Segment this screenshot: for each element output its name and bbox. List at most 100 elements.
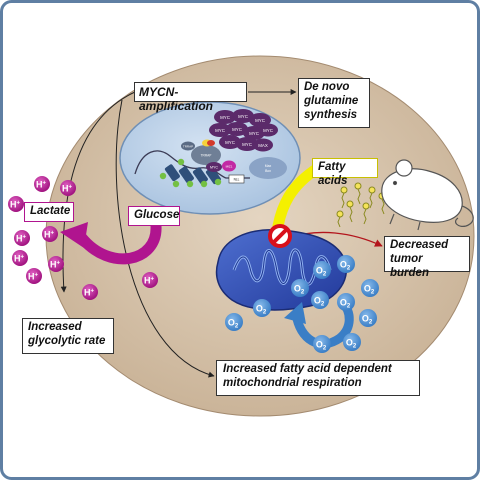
miz1-protein bbox=[222, 160, 236, 172]
dna-strand bbox=[134, 150, 250, 179]
decreased-tumor-burden-box: Decreased tumor burden bbox=[384, 236, 470, 279]
oxygen-subscript: 2 bbox=[263, 310, 267, 316]
max-box-protein bbox=[249, 157, 287, 179]
fatty-acid-arrow bbox=[272, 162, 324, 232]
svg-text:H+: H+ bbox=[62, 184, 73, 194]
proton-label: H bbox=[14, 254, 21, 264]
decreased-line-1: Decreased bbox=[390, 239, 449, 251]
oxygen-label: O bbox=[346, 338, 353, 348]
glucose-to-lactate-arrow bbox=[76, 220, 162, 265]
proton-group bbox=[8, 176, 158, 300]
fa-respiration-line-2: mitochondrial respiration bbox=[223, 376, 362, 389]
myc-label: MYC bbox=[225, 140, 235, 145]
proton-label: H bbox=[16, 234, 23, 244]
svg-text:O2: O2 bbox=[228, 318, 239, 330]
proton-charge: + bbox=[50, 231, 54, 237]
svg-text:O2: O2 bbox=[256, 304, 267, 316]
svg-text:H+: H+ bbox=[28, 272, 39, 282]
red-cofactor bbox=[207, 140, 215, 146]
oxygen-label: O bbox=[364, 284, 371, 294]
mouse-icon bbox=[381, 159, 474, 231]
proton-charge: + bbox=[68, 185, 72, 191]
oxygen-subscript: 2 bbox=[323, 272, 327, 278]
glutamine-line-1: De novo bbox=[304, 81, 350, 93]
proton-charge: + bbox=[42, 181, 46, 187]
inhibitor-icon bbox=[268, 224, 292, 248]
svg-text:H+: H+ bbox=[36, 180, 47, 190]
proton-charge: + bbox=[90, 289, 94, 295]
proton-charge: + bbox=[34, 273, 38, 279]
myc-label: MYC bbox=[249, 131, 259, 136]
svg-text:O2: O2 bbox=[340, 260, 351, 272]
oxygen-label: O bbox=[256, 304, 263, 314]
myc-label: MYC bbox=[232, 127, 242, 132]
proton-label: H bbox=[44, 230, 51, 240]
glutamine-line-3: synthesis bbox=[304, 108, 358, 121]
svg-text:H+: H+ bbox=[84, 288, 95, 298]
oxygen-subscript: 2 bbox=[301, 290, 305, 296]
oxygen-subscript: 2 bbox=[353, 344, 357, 350]
lactate-label: Lactate bbox=[30, 205, 71, 217]
fa-respiration-line-1: Increased fatty acid dependent bbox=[223, 363, 392, 375]
mycn-amplification-box: MYCN-amplification bbox=[134, 82, 247, 113]
mycn-label: MYCN-amplification bbox=[139, 85, 214, 114]
svg-text:H+: H+ bbox=[44, 230, 55, 240]
small-cofactor bbox=[181, 141, 195, 151]
proton-charge: + bbox=[22, 235, 26, 241]
proton-charge: + bbox=[150, 277, 154, 283]
max-label: MAX bbox=[258, 143, 268, 148]
oxygen-arrow-head bbox=[284, 302, 306, 324]
increased-glycolytic-box: Increased glycolytic rate bbox=[22, 318, 114, 354]
myc-label: MYC bbox=[210, 166, 218, 170]
svg-text:H+: H+ bbox=[50, 260, 61, 270]
myc-label: MYC bbox=[238, 114, 248, 119]
glycolytic-line-1: Increased bbox=[28, 321, 82, 333]
oxygen-subscript: 2 bbox=[347, 266, 351, 272]
svg-text:O2: O2 bbox=[316, 266, 327, 278]
increased-fa-respiration-box: Increased fatty acid dependent mitochond… bbox=[216, 360, 420, 396]
tiny-label-2: TRRAP bbox=[201, 154, 212, 158]
oxygen-label: O bbox=[362, 314, 369, 324]
oxygen-label: O bbox=[316, 340, 323, 350]
svg-text:O2: O2 bbox=[340, 298, 351, 310]
lactate-box: Lactate bbox=[24, 202, 74, 222]
glycolytic-line-2: glycolytic rate bbox=[28, 334, 106, 347]
oxygen-subscript: 2 bbox=[347, 304, 351, 310]
tiny-label-max: Max bbox=[265, 164, 272, 168]
fatty-acids-label: Fatty acids bbox=[318, 161, 348, 187]
oxygen-subscript: 2 bbox=[323, 346, 327, 352]
oxygen-subscript: 2 bbox=[321, 302, 325, 308]
svg-text:O2: O2 bbox=[314, 296, 325, 308]
myc-label: MYC bbox=[220, 115, 230, 120]
proton-labels: H+ H+ H+ H+ H+ H+ H+ H+ H+ H+ bbox=[10, 180, 155, 298]
tiny-label-1: TRRAP bbox=[183, 145, 193, 149]
oxygen-consumption-arrow bbox=[291, 297, 354, 349]
proton-label: H bbox=[50, 260, 57, 270]
myc-label: MYC bbox=[215, 128, 225, 133]
oxygen-subscript: 2 bbox=[369, 320, 373, 326]
oxygen-labels: O2 O2 O2 O2 O2 O2 O2 O2 O2 O2 O2 bbox=[228, 260, 375, 352]
myc-label: MYC bbox=[255, 118, 265, 123]
glucose-arrow-head bbox=[60, 222, 88, 248]
oxygen-label: O bbox=[340, 260, 347, 270]
oxygen-label: O bbox=[316, 266, 323, 276]
trrap-complex bbox=[191, 145, 221, 165]
oxygen-subscript: 2 bbox=[235, 324, 239, 330]
svg-text:O2: O2 bbox=[364, 284, 375, 296]
myc-protein-cluster: MYC MYC MYC MYC MYC MYC MYC MYC MYC MAX … bbox=[206, 109, 278, 172]
proton-label: H bbox=[84, 288, 91, 298]
de-novo-glutamine-box: De novo glutamine synthesis bbox=[298, 78, 370, 128]
svg-text:O2: O2 bbox=[362, 314, 373, 326]
mitochondria bbox=[215, 229, 348, 311]
oxygen-label: O bbox=[294, 284, 301, 294]
svg-text:H+: H+ bbox=[10, 200, 21, 210]
decreased-line-2: tumor burden bbox=[390, 252, 429, 279]
proton-label: H bbox=[36, 180, 43, 190]
tiny-label-box: Box bbox=[265, 169, 271, 173]
glutamine-line-2: glutamine bbox=[304, 94, 359, 107]
myc-label: MYC bbox=[242, 142, 252, 147]
oxygen-label: O bbox=[228, 318, 235, 328]
svg-text:H+: H+ bbox=[14, 254, 25, 264]
glucose-box: Glucose bbox=[128, 206, 180, 226]
